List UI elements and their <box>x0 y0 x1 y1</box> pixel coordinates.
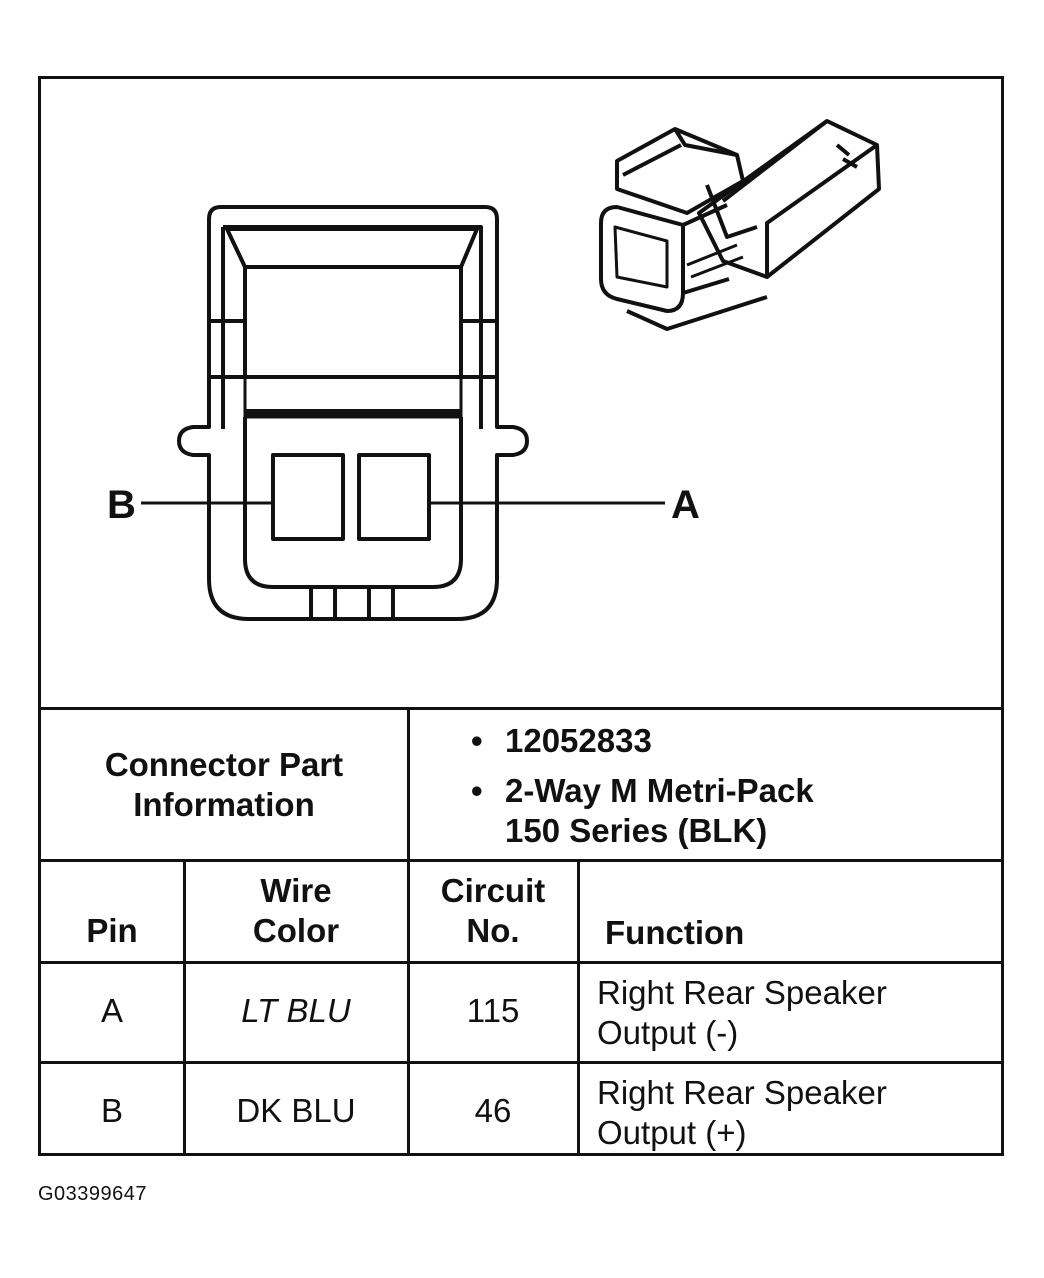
part-info-details: • 12052833 • 2-Way M Metri-Pack 150 Series… <box>471 721 991 851</box>
header-wire-color: Wire Color <box>185 871 407 951</box>
row-a-function-line2: Output (-) <box>597 1014 739 1051</box>
row-b-wire-color: DK BLU <box>236 1092 356 1129</box>
row-b-function: Right Rear Speaker Output (+) <box>597 1073 887 1153</box>
row-b-function-line1: Right Rear Speaker <box>597 1074 887 1111</box>
connector-face-view <box>141 205 665 621</box>
row-a-function-line1: Right Rear Speaker <box>597 974 887 1011</box>
part-description-line1: 2-Way M Metri-Pack <box>505 772 814 809</box>
row-b-function-line2: Output (+) <box>597 1114 747 1151</box>
connector-isometric-view <box>599 119 881 331</box>
divider-row1-row2 <box>41 1061 1001 1064</box>
bullet-icon: • <box>471 722 483 759</box>
header-pin: Pin <box>86 912 138 949</box>
part-number: 12052833 <box>505 722 652 759</box>
divider-partinfo-header <box>41 859 1001 862</box>
part-description-item: • 2-Way M Metri-Pack <box>471 771 991 811</box>
header-wire-color-line1: Wire <box>260 872 332 909</box>
row-a-circuit: 115 <box>466 992 520 1029</box>
row-a-function: Right Rear Speaker Output (-) <box>597 973 887 1053</box>
divider-col-circuit <box>577 859 580 1156</box>
header-circuit-line1: Circuit <box>440 872 546 909</box>
row-b-circuit: 46 <box>474 1092 512 1129</box>
part-info-label-line2: Information <box>133 786 315 823</box>
header-wire-color-line2: Color <box>252 912 340 949</box>
row-b-pin: B <box>100 1092 123 1129</box>
header-circuit-no: Circuit No. <box>409 871 577 951</box>
bullet-icon: • <box>471 772 483 809</box>
divider-header-row1 <box>41 961 1001 964</box>
row-a-wire-color: LT BLU <box>241 992 351 1029</box>
divider-col-pin <box>183 859 186 1156</box>
header-function: Function <box>605 914 745 951</box>
connector-drawing-area: B A <box>41 79 1001 707</box>
part-number-item: • 12052833 <box>471 721 991 761</box>
divider-partinfo-column <box>407 707 410 862</box>
row-a-pin: A <box>100 992 123 1029</box>
divider-col-wire <box>407 859 410 1156</box>
part-info-label-line1: Connector Part <box>104 746 344 783</box>
pin-b-label: B <box>107 483 136 527</box>
figure-id: G03399647 <box>38 1183 148 1205</box>
connector-diagram-frame: B A Connector Part Information • 12052833… <box>38 76 1004 1156</box>
part-info-label: Connector Part Information <box>41 745 407 825</box>
header-circuit-line2: No. <box>466 912 520 949</box>
divider-drawing-table <box>41 707 1001 710</box>
part-description-line2: 150 Series (BLK) <box>505 812 768 849</box>
pin-a-label: A <box>671 483 700 527</box>
